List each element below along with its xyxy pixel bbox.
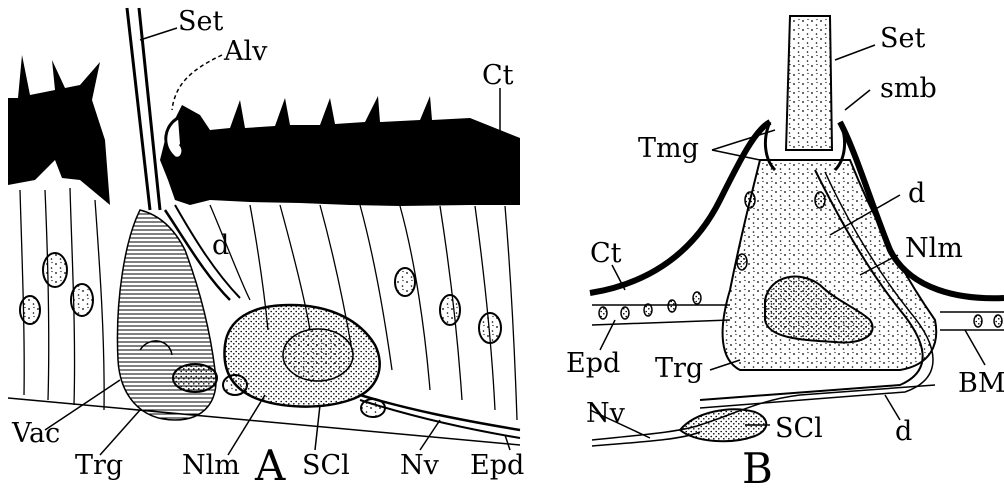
panel-a-label-set: Set	[178, 8, 223, 35]
panel-a-label-nv: Nv	[400, 452, 439, 479]
panel-b-label-set: Set	[880, 25, 925, 52]
panel-a-label-scl: SCl	[302, 452, 350, 479]
panel-b-label-bm: BM	[958, 370, 1004, 397]
panel-b-label-d-upper: d	[908, 180, 925, 207]
panel-b-label-scl: SCl	[775, 415, 823, 442]
panel-a-label-ct: Ct	[482, 62, 514, 89]
panel-b-label-nlm: Nlm	[905, 235, 963, 262]
panel-b-label-epd: Epd	[566, 350, 620, 377]
panel-b-letter: B	[742, 448, 773, 490]
panel-a-label-d: d	[212, 232, 229, 259]
panel-a-label-trg: Trg	[75, 452, 123, 479]
panel-b-label-ct: Ct	[590, 240, 622, 267]
panel-a-label-epd: Epd	[470, 452, 524, 479]
panel-b-label-smb: smb	[880, 75, 937, 102]
panel-a-cuticle-right	[160, 96, 520, 206]
panel-b	[590, 16, 1004, 446]
panel-b-label-nv: Nv	[586, 400, 625, 427]
panel-b-seta	[786, 16, 832, 150]
panel-a-cuticle	[8, 55, 110, 205]
panel-a-letter: A	[255, 445, 285, 487]
panel-a-label-vac: Vac	[12, 420, 60, 447]
panel-b-label-trg: Trg	[655, 355, 703, 382]
panel-a-label-nlm: Nlm	[182, 452, 240, 479]
panel-a-label-alv: Alv	[224, 38, 267, 65]
panel-b-label-d-lower: d	[895, 418, 912, 445]
panel-b-label-tmg: Tmg	[638, 135, 699, 162]
panel-a	[8, 8, 520, 455]
